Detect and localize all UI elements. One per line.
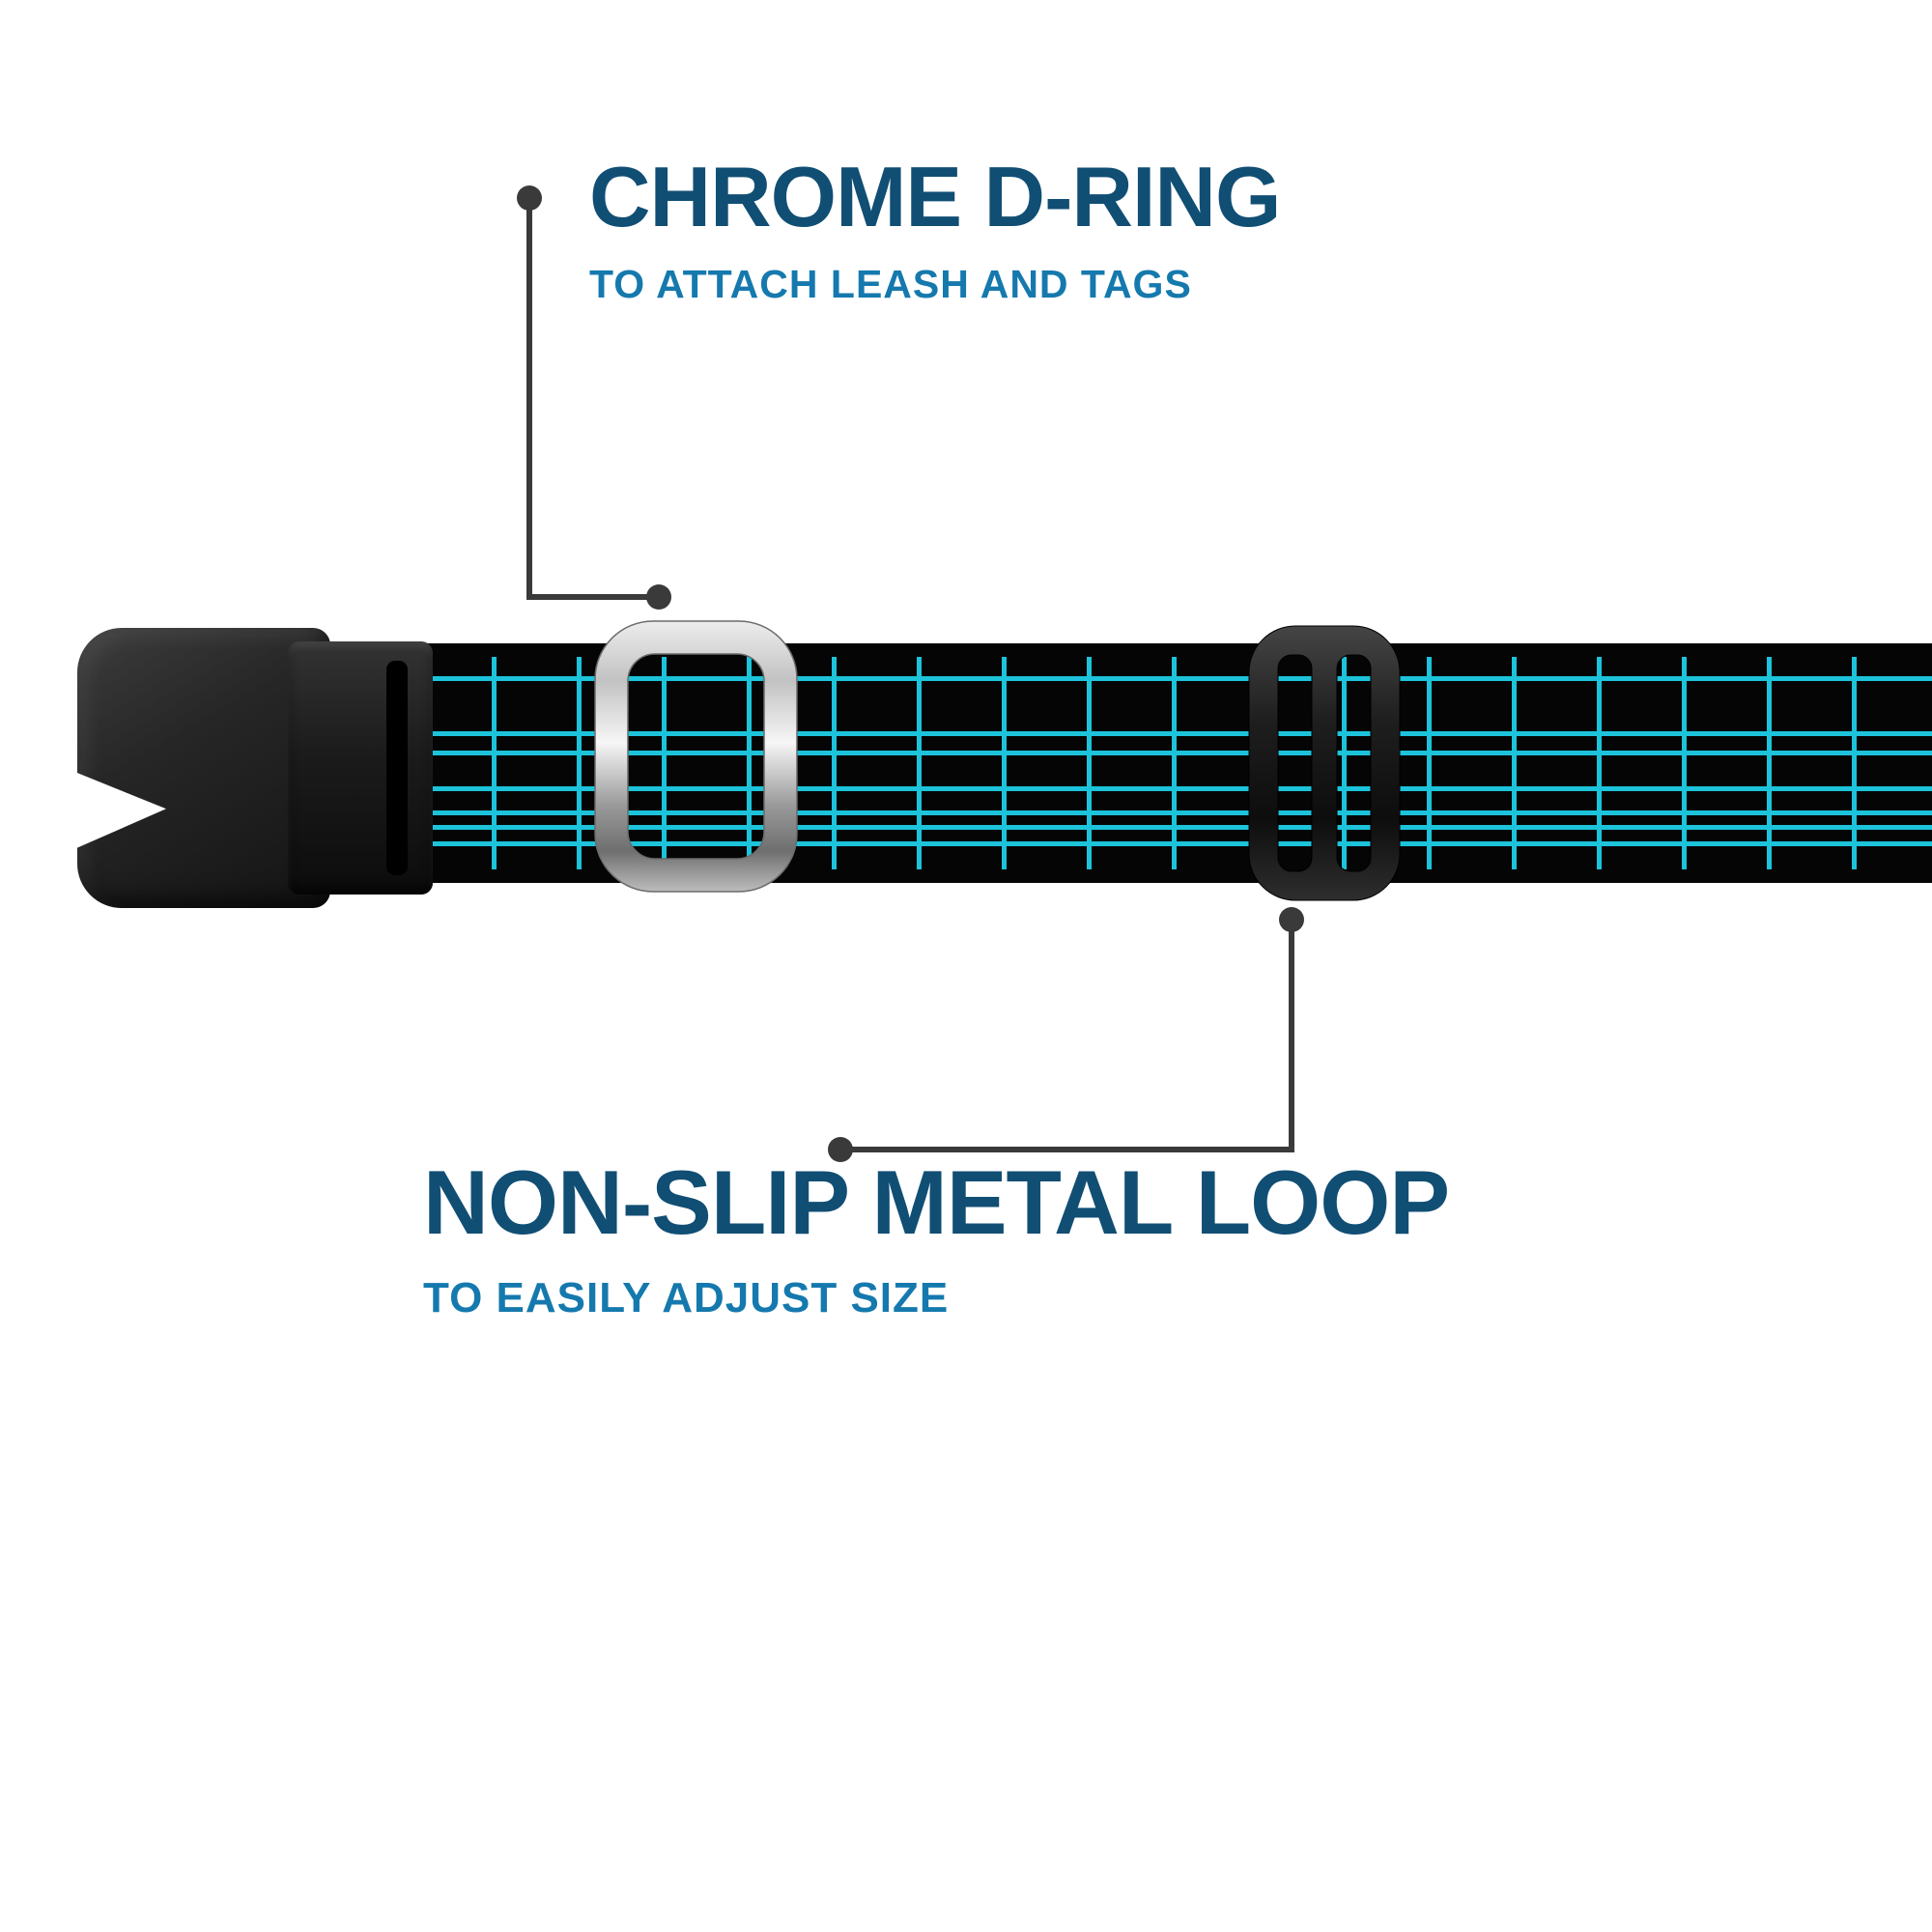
bottom-callout-dot-text [828, 1137, 853, 1162]
chrome-d-ring-icon [594, 620, 798, 893]
metal-slider-loop-icon [1248, 625, 1401, 901]
top-callout-dot-part [646, 584, 671, 610]
top-callout-subtitle: TO ATTACH LEASH AND TAGS [589, 262, 1192, 306]
collar-strap [327, 643, 1932, 883]
top-callout-title: CHROME D-RING [589, 149, 1281, 244]
top-callout: CHROME D-RING TO ATTACH LEASH AND TAGS [589, 149, 1281, 306]
buckle-strap-slot [386, 661, 408, 875]
top-callout-connector [517, 185, 671, 610]
teal-grid-pattern [327, 657, 1932, 869]
bottom-callout-title: NON-SLIP METAL LOOP [423, 1151, 1450, 1253]
bottom-callout-subtitle: TO EASILY ADJUST SIZE [423, 1274, 950, 1321]
bottom-callout-connector [828, 907, 1304, 1162]
buckle-socket [288, 641, 433, 895]
bottom-callout: NON-SLIP METAL LOOP TO EASILY ADJUST SIZ… [423, 1151, 1450, 1321]
